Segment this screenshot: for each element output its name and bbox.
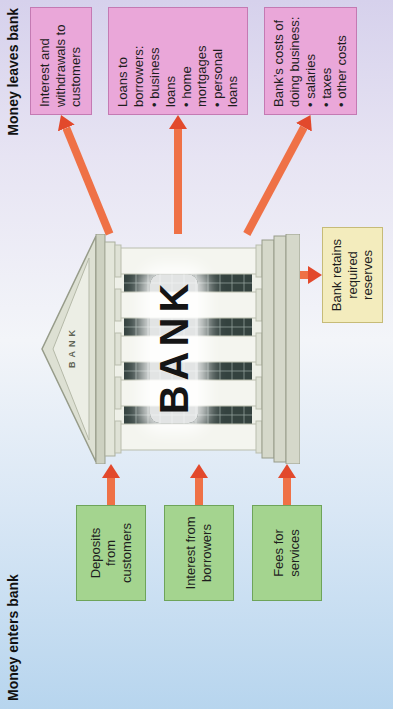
flow-arrow: [247, 127, 304, 234]
column-capital: [115, 245, 121, 277]
box-text: Bank retains required reserves: [329, 235, 376, 315]
inflow-box: Interest from borrowers: [164, 505, 234, 601]
cornice: [96, 234, 105, 464]
bullet-item: • taxes: [319, 15, 335, 107]
steps: [286, 234, 300, 464]
column-heading: Money enters bank: [5, 574, 22, 701]
column-capital: [115, 377, 121, 409]
bullet-item: • home mortgages: [179, 15, 210, 107]
facade: [115, 248, 262, 450]
bank-illustration: BANK BANK: [38, 234, 300, 464]
pediment-lettering: BANK: [68, 234, 77, 464]
outflow-box: Loans to borrowers:• business loans• hom…: [108, 7, 248, 115]
flow-arrow: [107, 478, 115, 505]
box-text: Deposits from customers: [88, 513, 135, 593]
inflow-box: Deposits from customers: [76, 505, 146, 601]
flow-arrow: [195, 478, 203, 505]
flow-arrow: [300, 271, 308, 279]
flow-arrow: [174, 129, 182, 234]
box-text: Interest and withdrawals to customers: [37, 15, 84, 107]
column-capital: [115, 421, 121, 453]
outflow-box: Bank’s costs of doing business:• salarie…: [264, 7, 357, 115]
flow-arrow: [66, 128, 109, 234]
bullet-item: • other costs: [334, 15, 350, 107]
bullet-item: • personal loans: [210, 15, 241, 107]
steps: [262, 240, 274, 458]
box-text: Bank’s costs of doing business:: [271, 15, 302, 107]
column-base: [256, 377, 262, 409]
flow-arrow: [283, 478, 291, 505]
column: [118, 248, 262, 274]
column-base: [256, 333, 262, 365]
column-capital: [115, 289, 121, 321]
bank-sign: BANK: [150, 275, 198, 424]
column-capital: [115, 333, 121, 365]
column-heading: Money leaves bank: [5, 8, 22, 136]
column-base: [256, 421, 262, 453]
steps: [274, 236, 286, 462]
inflow-box: Fees for services: [252, 505, 322, 601]
column-base: [256, 289, 262, 321]
column-base: [256, 245, 262, 277]
frieze: [105, 242, 115, 456]
outflow-box: Interest and withdrawals to customers: [30, 7, 92, 115]
bullet-item: • salaries: [303, 15, 319, 107]
box-text: Interest from borrowers: [183, 513, 214, 593]
box-text: Fees for services: [271, 513, 302, 593]
box-text: Loans to borrowers:: [115, 15, 146, 107]
reserve-box: Bank retains required reserves: [322, 227, 383, 323]
column: [118, 424, 262, 450]
bullet-item: • business loans: [147, 15, 178, 107]
